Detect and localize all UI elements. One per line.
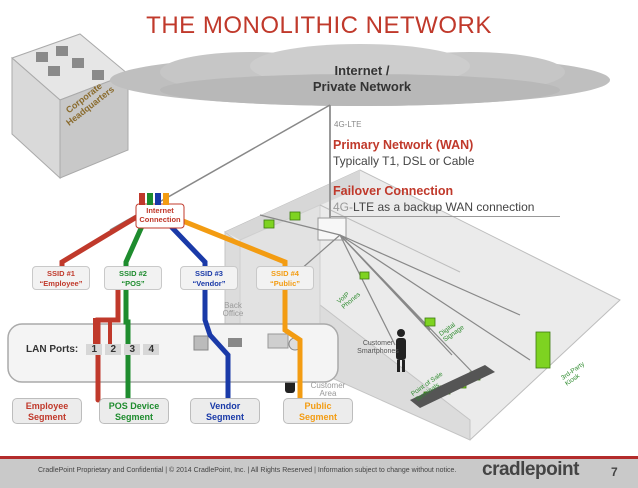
ssid-pos: SSID #2 “POS” xyxy=(104,266,162,290)
gateway-panel xyxy=(7,323,339,383)
wan-port xyxy=(267,333,289,349)
segment-public-line2: Segment xyxy=(298,412,337,422)
failover-title: Failover Connection xyxy=(333,184,454,198)
segment-vendor-line1: Vendor xyxy=(209,401,241,411)
segment-vendor: Vendor Segment xyxy=(190,398,260,424)
back-office-line1: Back xyxy=(224,301,242,310)
reset-port xyxy=(193,335,209,351)
customer-person xyxy=(396,329,406,372)
brand-logo: cradlepoint xyxy=(482,459,579,480)
footer-legal-text: CradlePoint Proprietary and Confidential… xyxy=(38,467,457,474)
ssid-public: SSID #4 “Public” xyxy=(256,266,314,290)
lan-port-1: 1 xyxy=(86,344,103,355)
customer-area-label: Customer Area xyxy=(308,382,348,398)
ssid-employee: SSID #1 “Employee” xyxy=(32,266,90,290)
counter xyxy=(410,365,495,408)
back-office-line2: Office xyxy=(222,309,244,318)
voip-phone xyxy=(359,271,370,280)
segment-vendor-line2: Segment xyxy=(205,412,244,422)
lan-ports-label: LAN Ports: xyxy=(26,344,79,355)
customer-area-line2: Area xyxy=(319,389,337,398)
segment-pos-line2: Segment xyxy=(114,412,153,422)
cloud-label: Internet / Private Network xyxy=(292,63,432,95)
failover-lte-prefix: 4G- xyxy=(333,200,354,214)
digital-signage xyxy=(424,317,436,327)
footer-accent-strip xyxy=(0,456,638,459)
lan-ports-row: LAN Ports: 1 2 3 4 xyxy=(26,344,160,355)
failover-divider xyxy=(330,216,560,217)
back-office-label: Back Office xyxy=(218,302,248,318)
ssid-pos-line2: “POS” xyxy=(121,279,145,288)
segment-public-line1: Public xyxy=(304,401,332,411)
failover-rest: LTE as a backup WAN connection xyxy=(353,200,535,214)
cable-plugs xyxy=(139,193,169,205)
footer-bar xyxy=(0,456,638,488)
segment-pos: POS Device Segment xyxy=(99,398,169,424)
ssid-pos-line1: SSID #2 xyxy=(119,269,147,278)
slide-title: THE MONOLITHIC NETWORK xyxy=(146,12,492,39)
ssid-vendor-line2: “Vendor” xyxy=(192,279,226,288)
ssid-public-line2: “Public” xyxy=(269,279,300,288)
customer-smartphones-line2: Smartphones xyxy=(357,348,399,355)
segment-employee-line2: Segment xyxy=(27,412,66,422)
internet-connection-label: Internet Connection xyxy=(136,206,184,224)
corporate-hq-building xyxy=(11,33,129,180)
page-number: 7 xyxy=(611,465,618,479)
customer-smartphones-label: Customer Smartphones xyxy=(356,340,400,356)
cloud-label-line2: Private Network xyxy=(312,79,412,94)
wireless-links xyxy=(259,214,531,376)
hq-roof-unit xyxy=(36,52,48,62)
cloud-label-line1: Internet / xyxy=(334,63,390,78)
segment-public: Public Segment xyxy=(283,398,353,424)
hq-roof-unit xyxy=(92,70,104,80)
hq-roof-unit xyxy=(72,58,84,68)
hq-roof-unit xyxy=(56,46,68,56)
lan-port-4: 4 xyxy=(143,344,160,355)
kiosk-device xyxy=(535,331,551,369)
ssid-vendor: SSID #3 “Vendor” xyxy=(180,266,238,290)
voip-phone xyxy=(289,211,301,221)
cloud-shape xyxy=(110,44,610,106)
segment-employee-line1: Employee xyxy=(25,401,69,411)
lan-port-2: 2 xyxy=(105,344,122,355)
ssid-employee-line2: “Employee” xyxy=(39,279,83,288)
usb-port xyxy=(228,338,242,347)
voip-phone xyxy=(263,219,275,229)
internet-connection-line2: Connection xyxy=(139,215,181,224)
internet-connection-line1: Internet xyxy=(146,206,174,215)
segment-employee: Employee Segment xyxy=(12,398,82,424)
ssid-vendor-line1: SSID #3 xyxy=(195,269,223,278)
primary-network-title: Primary Network (WAN) xyxy=(333,138,474,152)
customer-area-line1: Customer xyxy=(310,381,346,390)
failover-subtitle: 4G-LTE as a backup WAN connection xyxy=(333,200,534,214)
primary-network-subtitle: Typically T1, DSL or Cable xyxy=(333,154,475,168)
segment-pos-line1: POS Device xyxy=(108,401,160,411)
ssid-employee-line1: SSID #1 xyxy=(47,269,75,278)
customer-smartphones-line1: Customer xyxy=(362,340,394,347)
ssid-public-line1: SSID #4 xyxy=(271,269,299,278)
hq-roof-unit xyxy=(48,66,60,76)
wan-link-label: 4G-LTE xyxy=(334,120,362,129)
lan-port-3: 3 xyxy=(124,344,141,355)
store-wall-back xyxy=(225,170,360,240)
